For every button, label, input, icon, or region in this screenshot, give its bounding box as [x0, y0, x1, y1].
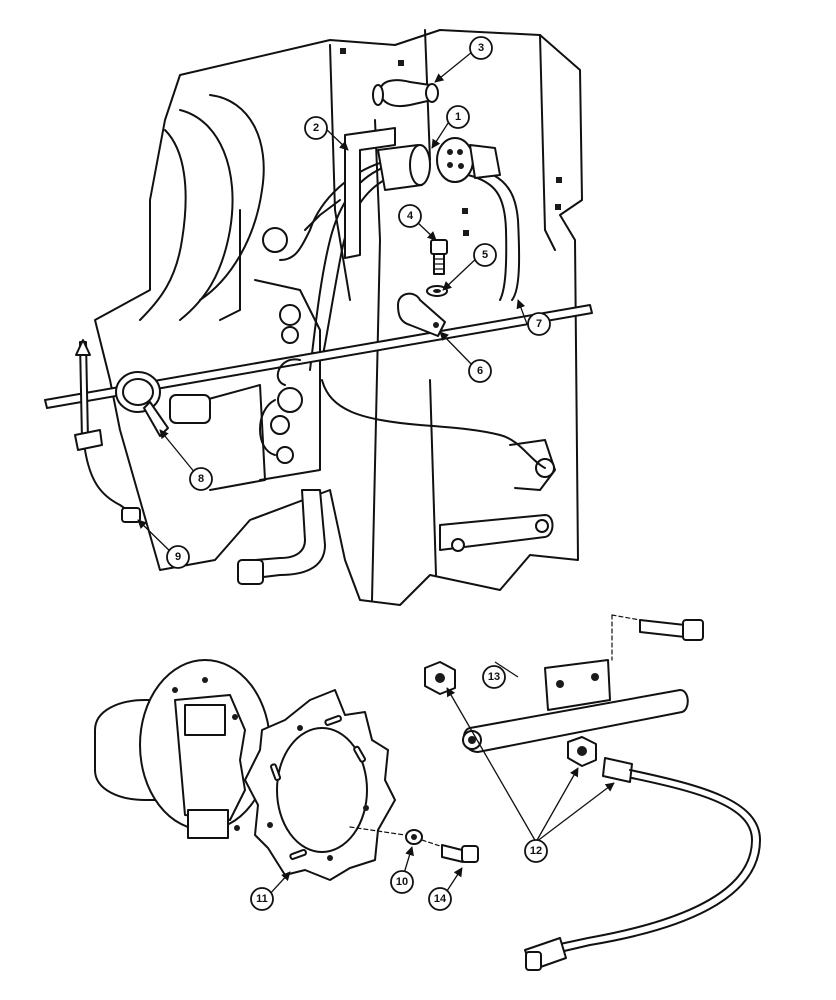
svg-text:3: 3: [478, 42, 484, 54]
callout-4: 4: [398, 204, 422, 228]
callout-10: 10: [390, 870, 414, 894]
svg-text:2: 2: [313, 122, 319, 134]
svg-text:14: 14: [434, 893, 447, 905]
sensor-bracket: [462, 659, 689, 753]
svg-text:9: 9: [175, 551, 181, 563]
bracket-bolt: [611, 614, 704, 661]
svg-text:7: 7: [536, 318, 542, 330]
bolt: [430, 239, 448, 275]
output-flange: [94, 659, 271, 839]
tone-wheel: [244, 689, 396, 881]
elbow-fitting: [372, 79, 439, 108]
svg-text:4: 4: [407, 210, 414, 222]
harness-connector: [377, 137, 501, 191]
small-bolt: [421, 839, 479, 863]
lock-nut: [424, 661, 597, 767]
speed-sensor: [524, 757, 761, 971]
svg-text:12: 12: [530, 845, 542, 857]
callouts: 1 2 3 4 5 6 7 8: [166, 36, 551, 911]
callout-9: 9: [166, 545, 190, 569]
callout-11: 11: [250, 887, 274, 911]
svg-text:5: 5: [482, 249, 488, 261]
callout-2: 2: [304, 116, 328, 140]
harness-bracket: [344, 127, 396, 259]
svg-text:10: 10: [396, 876, 408, 888]
svg-text:13: 13: [488, 671, 500, 683]
dipstick: [74, 339, 141, 523]
svg-text:8: 8: [198, 473, 204, 485]
callout-12: 12: [524, 839, 548, 863]
callout-8: 8: [189, 467, 213, 491]
hose-clamp: [115, 371, 169, 437]
callout-3: 3: [469, 36, 493, 60]
svg-text:11: 11: [256, 893, 268, 905]
callout-13: 13: [482, 665, 506, 689]
callout-6: 6: [468, 359, 492, 383]
washer: [426, 285, 448, 297]
small-washer: [349, 826, 423, 845]
callout-1: 1: [446, 105, 470, 129]
callout-5: 5: [473, 243, 497, 267]
callout-14: 14: [428, 887, 452, 911]
transmission-housing: [94, 29, 583, 606]
cable-clip: [397, 292, 446, 337]
callout-7: 7: [527, 312, 551, 336]
svg-text:1: 1: [455, 111, 461, 123]
svg-text:6: 6: [477, 365, 483, 377]
wiring-harness: [44, 159, 593, 469]
